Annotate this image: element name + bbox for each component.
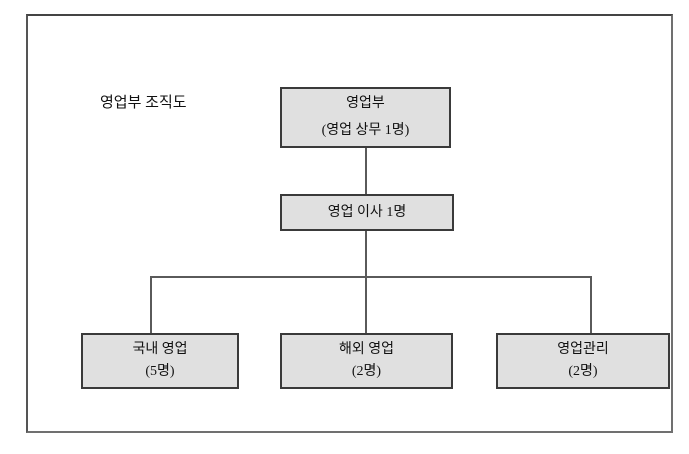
outer-border-frame: 영업부 조직도 영업부 (영업 상무 1명) 영업 이사 1명 국내 영업 (5… [26, 14, 673, 433]
org-node-subtitle: (2명) [351, 364, 382, 379]
org-node-sales-admin: 영업관리 (2명) [496, 333, 670, 389]
connector-rail-to-sales-admin [590, 276, 592, 333]
org-node-subtitle: (5명) [145, 364, 175, 379]
chart-title: 영업부 조직도 [100, 95, 187, 111]
org-node-overseas-sales: 해외 영업 (2명) [280, 333, 453, 389]
org-node-title: 국내 영업 [132, 342, 188, 357]
connector-root-to-director [365, 147, 367, 195]
org-node-title: 해외 영업 [338, 342, 395, 357]
org-node-subtitle: (영업 상무 1명) [321, 123, 410, 138]
org-node-sales-department: 영업부 (영업 상무 1명) [280, 87, 451, 148]
org-node-subtitle: (2명) [568, 364, 598, 379]
connector-branch-rail [150, 276, 592, 278]
org-node-domestic-sales: 국내 영업 (5명) [81, 333, 239, 389]
org-node-title: 영업관리 [557, 342, 609, 357]
org-node-title: 영업부 [346, 96, 385, 111]
org-node-title: 영업 이사 1명 [327, 204, 407, 220]
connector-director-to-overseas [365, 230, 367, 333]
org-node-sales-director: 영업 이사 1명 [280, 194, 454, 231]
connector-rail-to-domestic [150, 276, 152, 333]
